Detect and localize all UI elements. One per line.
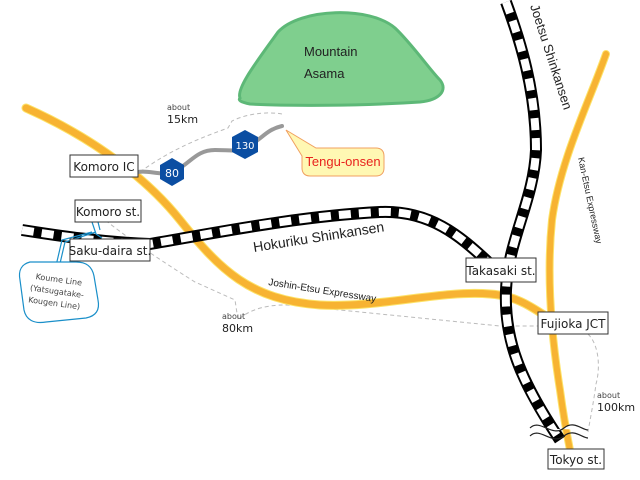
kan-etsu-expressway-label: Kan-Etsu Expressway [576, 156, 604, 245]
kan-etsu-expressway-core [546, 51, 609, 453]
mountain-asama-shape [237, 11, 445, 107]
tengu-onsen-label: Tengu-onsen [305, 154, 380, 169]
komoro-ic-label: Komoro IC [69, 154, 139, 178]
mountain-label-line1: Mountain [304, 44, 357, 59]
distance-80km: about 80km [222, 312, 253, 335]
komoro-ic-text: Komoro IC [73, 160, 134, 174]
saku-daira-st-text: Saku-daira st. [69, 244, 152, 258]
distance-15km: about 15km [167, 103, 198, 126]
distance-100km-about: about [597, 391, 620, 400]
joetsu-shinkansen-ties [501, 0, 564, 443]
tengu-onsen-callout [285, 129, 385, 177]
distance-80km-about: about [222, 312, 245, 321]
distance-100km: about 100km [597, 391, 635, 414]
koume-line-callout [18, 261, 100, 324]
takasaki-st-text: Takasaki st. [465, 264, 535, 278]
route-130-badge: 130 [232, 130, 258, 159]
distance-guides [99, 112, 599, 433]
distance-15km-about: about [167, 103, 190, 112]
tokyo-st-text: Tokyo st. [549, 453, 602, 467]
fujioka-jct-text: Fujioka JCT [540, 317, 606, 331]
map-break-symbol [529, 424, 589, 440]
distance-guide-15km [139, 112, 283, 173]
route-80-badge: 80 [160, 158, 184, 186]
distance-guide-100km [587, 333, 599, 433]
komoro-st-text: Komoro st. [76, 205, 140, 219]
distance-100km-value: 100km [597, 401, 635, 414]
distance-80km-value: 80km [222, 322, 253, 335]
local-road [136, 124, 284, 176]
tokyo-st-label: Tokyo st. [547, 448, 605, 470]
saku-daira-st-label: Saku-daira st. [69, 238, 152, 262]
route-130-number: 130 [235, 141, 254, 152]
route-80-number: 80 [165, 167, 179, 180]
takasaki-st-label: Takasaki st. [465, 257, 537, 283]
fujioka-jct-label: Fujioka JCT [537, 311, 609, 335]
distance-guide-80km [99, 215, 540, 327]
mountain-label-line2: Asama [304, 66, 345, 81]
komoro-st-label: Komoro st. [74, 199, 142, 223]
distance-15km-value: 15km [167, 113, 198, 126]
